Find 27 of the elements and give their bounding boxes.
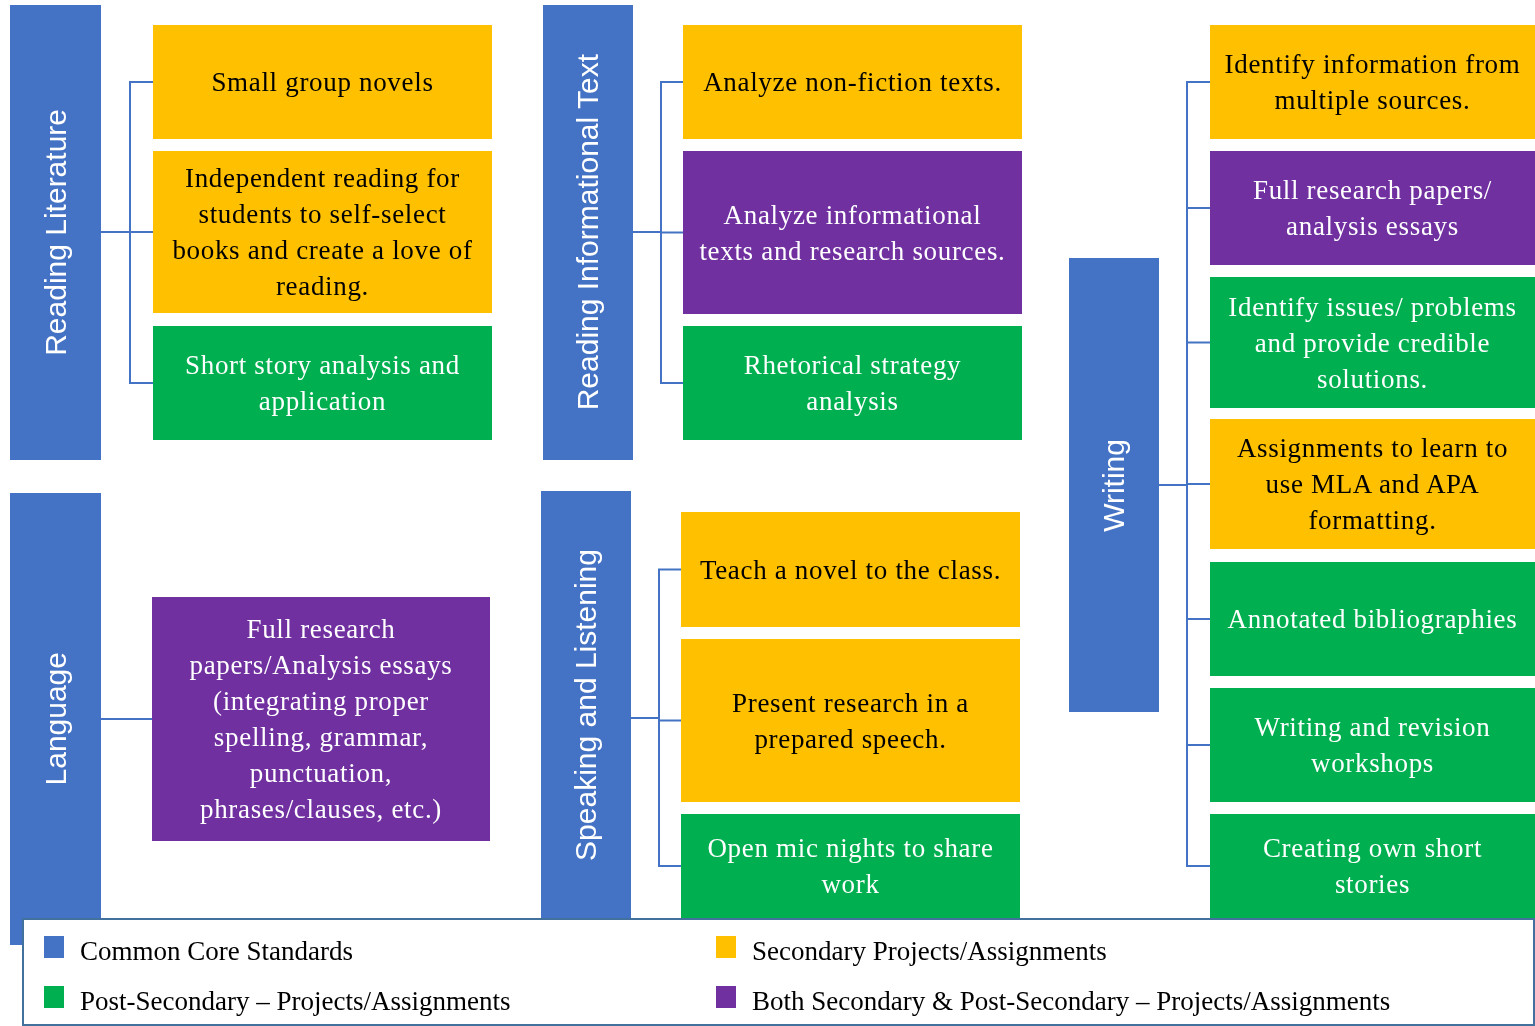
activity-box: Rhetorical strategy analysis bbox=[683, 326, 1022, 440]
connector-line bbox=[632, 231, 684, 384]
activity-box: Small group novels bbox=[153, 25, 492, 139]
activity-box: Writing and revision workshops bbox=[1210, 688, 1535, 802]
category-bar: Writing bbox=[1069, 258, 1159, 712]
activity-box: Full research papers/ analysis essays bbox=[1210, 151, 1535, 265]
activity-box: Teach a novel to the class. bbox=[681, 512, 1020, 627]
activity-box: Present research in a prepared speech. bbox=[681, 639, 1020, 802]
activity-box: Identify information from multiple sources. bbox=[1210, 25, 1535, 139]
connector-line bbox=[100, 718, 153, 720]
activity-box: Analyze non-fiction texts. bbox=[683, 25, 1022, 139]
activity-box: Independent reading for students to self-select books and create a love of reading. bbox=[153, 151, 492, 313]
activity-box: Assignments to learn to use MLA and APA formatting. bbox=[1210, 419, 1535, 549]
category-bar: Reading Informational Text bbox=[543, 5, 633, 460]
activity-box: Open mic nights to share work bbox=[681, 814, 1020, 918]
connector-line bbox=[630, 717, 682, 867]
activity-box: Short story analysis and application bbox=[153, 326, 492, 440]
legend-text: Secondary Projects/Assignments bbox=[752, 935, 1107, 968]
category-bar: Reading Literature bbox=[10, 5, 101, 460]
activity-box: Analyze informational texts and research sources. bbox=[683, 151, 1022, 314]
activity-box: Identify issues/ problems and provide credible solutions. bbox=[1210, 277, 1535, 408]
legend-text: Post-Secondary – Projects/Assignments bbox=[80, 985, 511, 1018]
activity-box: Full research papers/Analysis essays (integrating proper spelling, grammar, punctuation, phrases/clauses, etc.) bbox=[152, 597, 490, 841]
activity-box: Creating own short stories bbox=[1210, 814, 1535, 918]
legend-text: Both Secondary & Post-Secondary – Projects/Assignments bbox=[752, 985, 1391, 1018]
category-bar: Speaking and Listening bbox=[541, 491, 631, 918]
activity-box: Annotated bibliographies bbox=[1210, 562, 1535, 676]
